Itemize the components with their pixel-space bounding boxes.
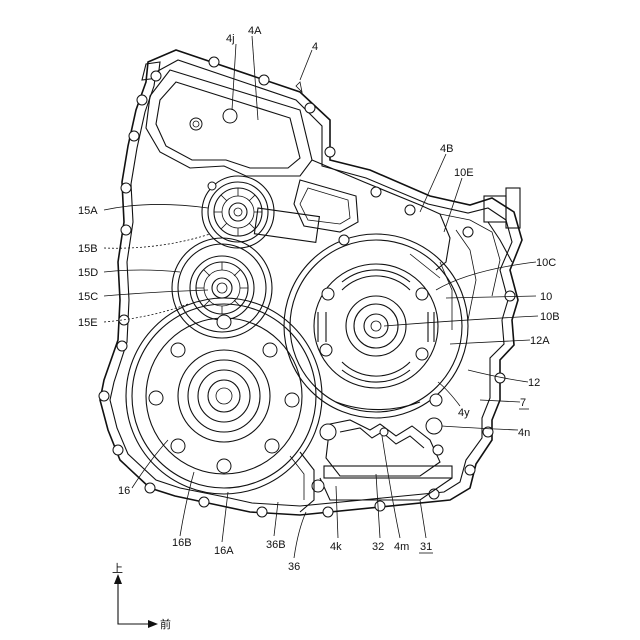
label-15B: 15B xyxy=(78,243,98,255)
label-15A: 15A xyxy=(78,205,98,217)
label-15D: 15D xyxy=(78,267,98,279)
label-12A: 12A xyxy=(530,335,550,347)
label-4j: 4j xyxy=(226,33,235,45)
axis-label-front: 前 xyxy=(160,617,171,631)
upper-shaft-15A xyxy=(202,176,319,248)
label-10B: 10B xyxy=(540,311,560,323)
label-4m: 4m xyxy=(394,541,409,553)
label-4n: 4n xyxy=(518,427,530,439)
label-4B: 4B xyxy=(440,143,453,155)
label-4: 4 xyxy=(312,41,318,53)
up-arrow-icon xyxy=(114,574,122,584)
right-arrow-icon xyxy=(148,620,158,628)
label-4A: 4A xyxy=(248,25,262,37)
label-32: 32 xyxy=(372,541,384,553)
direction-axes: 上 前 xyxy=(112,562,171,631)
label-10: 10 xyxy=(540,291,552,303)
label-16B: 16B xyxy=(172,537,192,549)
axis-label-up: 上 xyxy=(112,562,123,575)
large-gear-16 xyxy=(126,298,322,494)
label-31: 31 xyxy=(420,541,432,553)
label-7: 7 xyxy=(520,397,526,409)
label-36B: 36B xyxy=(266,539,286,551)
label-16: 16 xyxy=(118,485,130,497)
motor-10 xyxy=(284,234,468,418)
label-15E: 15E xyxy=(78,317,98,329)
label-10E: 10E xyxy=(454,167,474,179)
label-10C: 10C xyxy=(536,257,556,269)
lower-bracket-31 xyxy=(290,418,452,512)
label-16A: 16A xyxy=(214,545,234,557)
label-4y: 4y xyxy=(458,407,470,419)
label-12: 12 xyxy=(528,377,540,389)
label-36: 36 xyxy=(288,561,300,573)
label-4k: 4k xyxy=(330,541,342,553)
label-15C: 15C xyxy=(78,291,98,303)
